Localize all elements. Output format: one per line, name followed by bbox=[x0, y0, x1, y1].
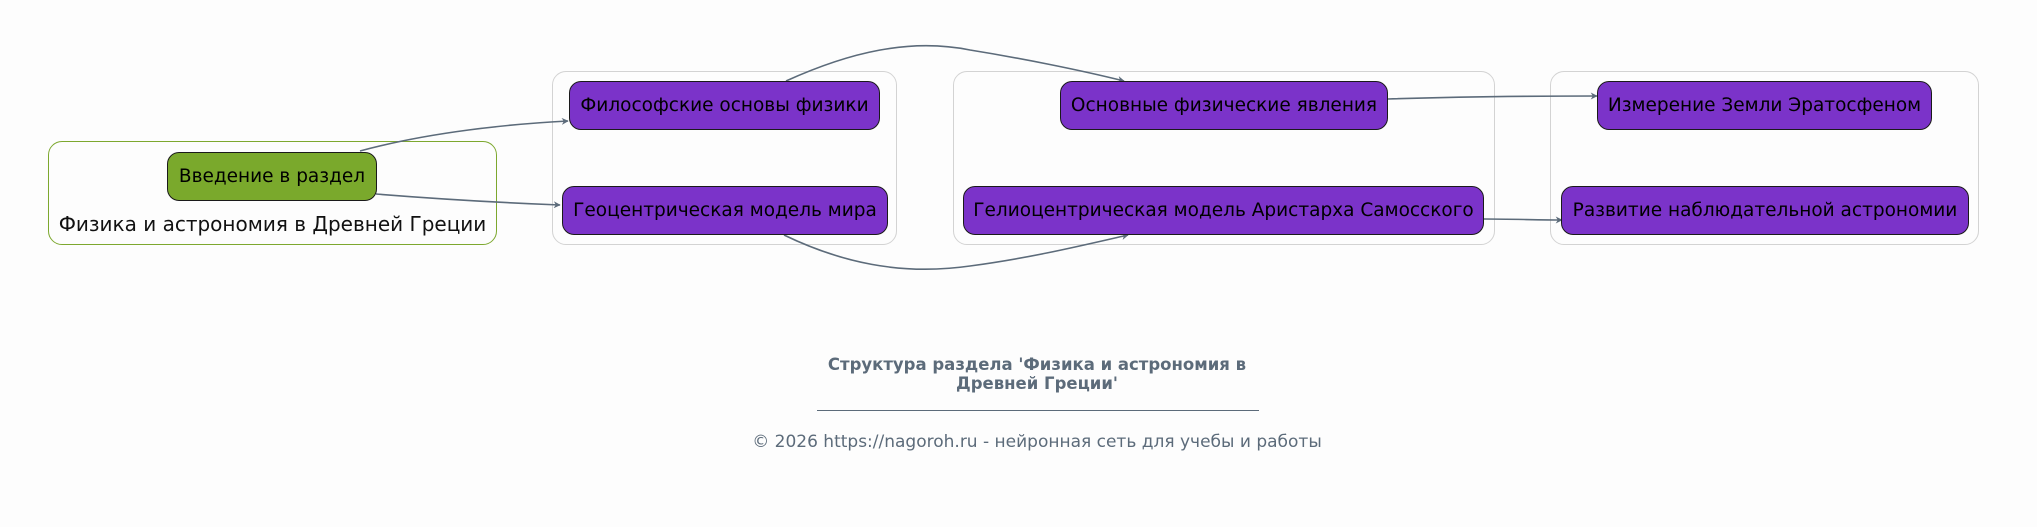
caption-title-line-1: Структура раздела 'Физика и астрономия в bbox=[827, 355, 1247, 374]
caption-divider bbox=[817, 410, 1259, 411]
node-philosophy[interactable]: Философские основы физики bbox=[569, 81, 880, 130]
cluster-intro-label: Физика и астрономия в Древней Греции bbox=[58, 212, 487, 236]
node-observational[interactable]: Развитие наблюдательной астрономии bbox=[1561, 186, 1969, 235]
node-phenomena[interactable]: Основные физические явления bbox=[1060, 81, 1388, 130]
caption-title-line-2: Древней Греции' bbox=[956, 374, 1118, 393]
diagram-caption-title: Структура раздела 'Физика и астрономия в… bbox=[0, 355, 2037, 393]
node-intro[interactable]: Введение в раздел bbox=[167, 152, 377, 201]
node-geocentric[interactable]: Геоцентрическая модель мира bbox=[562, 186, 888, 235]
caption-copyright: © 2026 https://nagoroh.ru - нейронная се… bbox=[752, 432, 1322, 452]
node-heliocentric[interactable]: Гелиоцентрическая модель Аристарха Самос… bbox=[963, 186, 1484, 235]
node-eratosthenes[interactable]: Измерение Земли Эратосфеном bbox=[1597, 81, 1932, 130]
